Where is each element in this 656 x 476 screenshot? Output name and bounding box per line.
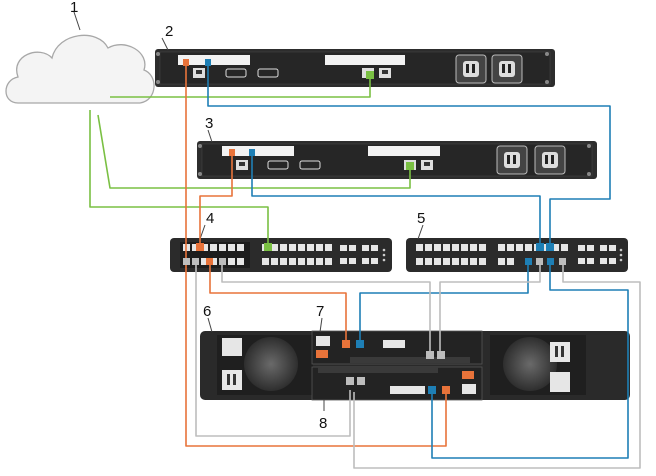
leader-line-1: [73, 11, 81, 31]
cable-blue-switch-ctl: [359, 262, 529, 343]
cable-gray-3: [439, 262, 541, 355]
internet-cloud-icon: [5, 34, 155, 104]
server-bottom: [197, 141, 597, 179]
leader-line-3: [207, 129, 213, 143]
leader-line-2: [161, 37, 169, 51]
callout-3: 3: [205, 115, 213, 132]
cable-blue-switch-ctl2: [431, 262, 629, 459]
leader-line-4: [199, 224, 206, 240]
callout-2: 2: [165, 23, 173, 40]
storage-enclosure: [200, 331, 630, 400]
cable-blue-server3: [251, 152, 541, 246]
cable-orange-server3: [199, 152, 233, 246]
callout-6: 6: [203, 303, 211, 320]
cable-green-server3: [97, 114, 411, 189]
leader-line-5: [417, 224, 424, 240]
callout-7: 7: [316, 303, 324, 320]
cable-green-server2: [110, 78, 371, 98]
cable-green-switch: [89, 110, 269, 246]
fan-left-icon: [244, 337, 298, 391]
switch-right: [406, 238, 628, 272]
callout-1: 1: [70, 0, 78, 16]
cable-orange-server2: [185, 62, 447, 447]
connector-plugs: [183, 59, 566, 394]
leader-line-6: [207, 317, 213, 333]
cable-gray-2: [221, 262, 431, 355]
cable-gray-4: [353, 262, 641, 469]
fan-right-icon: [503, 337, 557, 391]
controller-bottom: [311, 366, 483, 401]
cables: [89, 62, 641, 469]
cable-blue-server2: [207, 62, 611, 246]
controller-top: [311, 330, 483, 365]
callout-4: 4: [206, 210, 214, 227]
cable-orange-switch-ctl: [209, 262, 347, 343]
server-top: [155, 49, 555, 87]
callout-8: 8: [319, 415, 327, 432]
cable-gray-1: [195, 262, 351, 437]
callout-5: 5: [417, 210, 425, 227]
leader-line-7: [319, 317, 323, 333]
